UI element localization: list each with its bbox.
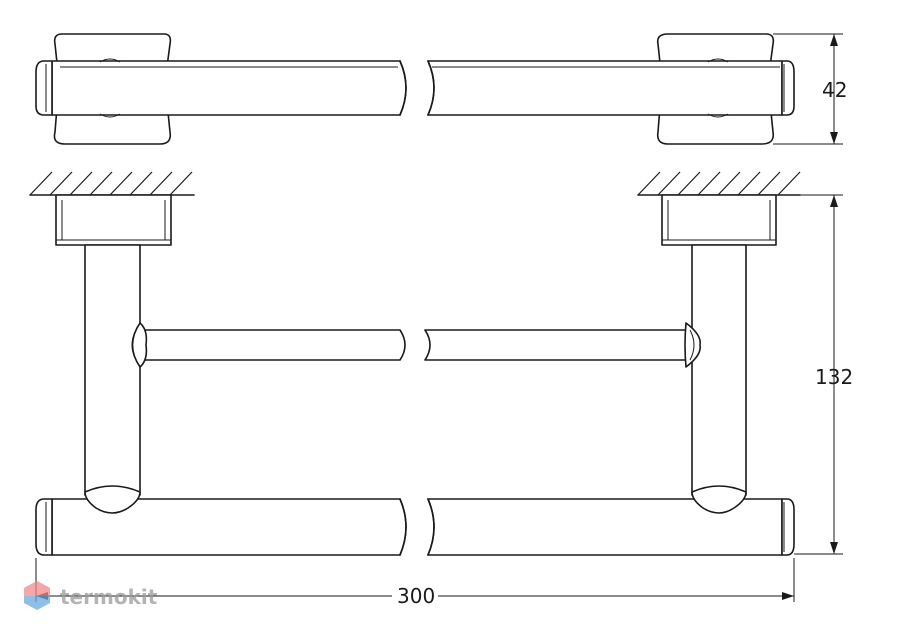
top-left-screw-mark: [99, 58, 121, 63]
bottom-right-end-cap: [781, 498, 795, 556]
side-left-post: [84, 244, 141, 496]
top-right-screw-mark: [707, 58, 729, 63]
top-bar-left: [51, 60, 407, 116]
dimension-label-300: 300: [397, 584, 435, 608]
dimension-132: [776, 194, 843, 555]
dimension-label-132: 132: [815, 365, 853, 389]
dimension-42: [773, 33, 843, 145]
top-view: [35, 33, 795, 145]
side-right-flange: [661, 194, 777, 246]
left-post-joint: [84, 485, 141, 514]
top-right-end-cap: [781, 60, 795, 116]
termokit-brand-text: termokit: [60, 585, 158, 609]
dimension-label-42: 42: [822, 78, 847, 102]
side-view: [29, 171, 801, 556]
side-left-flange: [55, 194, 172, 246]
top-left-screw-mark-low: [99, 113, 121, 118]
top-right-screw-mark-low: [707, 113, 729, 118]
middle-rail-left: [139, 329, 406, 361]
bottom-left-end-cap: [35, 498, 53, 556]
middle-rail-right: [424, 329, 693, 361]
top-break-right: [427, 60, 435, 116]
top-left-end-cap: [35, 60, 53, 116]
top-break-left: [399, 60, 407, 116]
wall-hatch-left: [29, 171, 195, 196]
right-rail-clip: [684, 322, 702, 368]
termokit-watermark: termokit: [24, 581, 158, 610]
wall-hatch-right: [637, 171, 801, 196]
right-post-joint: [691, 485, 747, 514]
side-right-post: [691, 244, 747, 496]
top-bar-right: [427, 60, 783, 116]
